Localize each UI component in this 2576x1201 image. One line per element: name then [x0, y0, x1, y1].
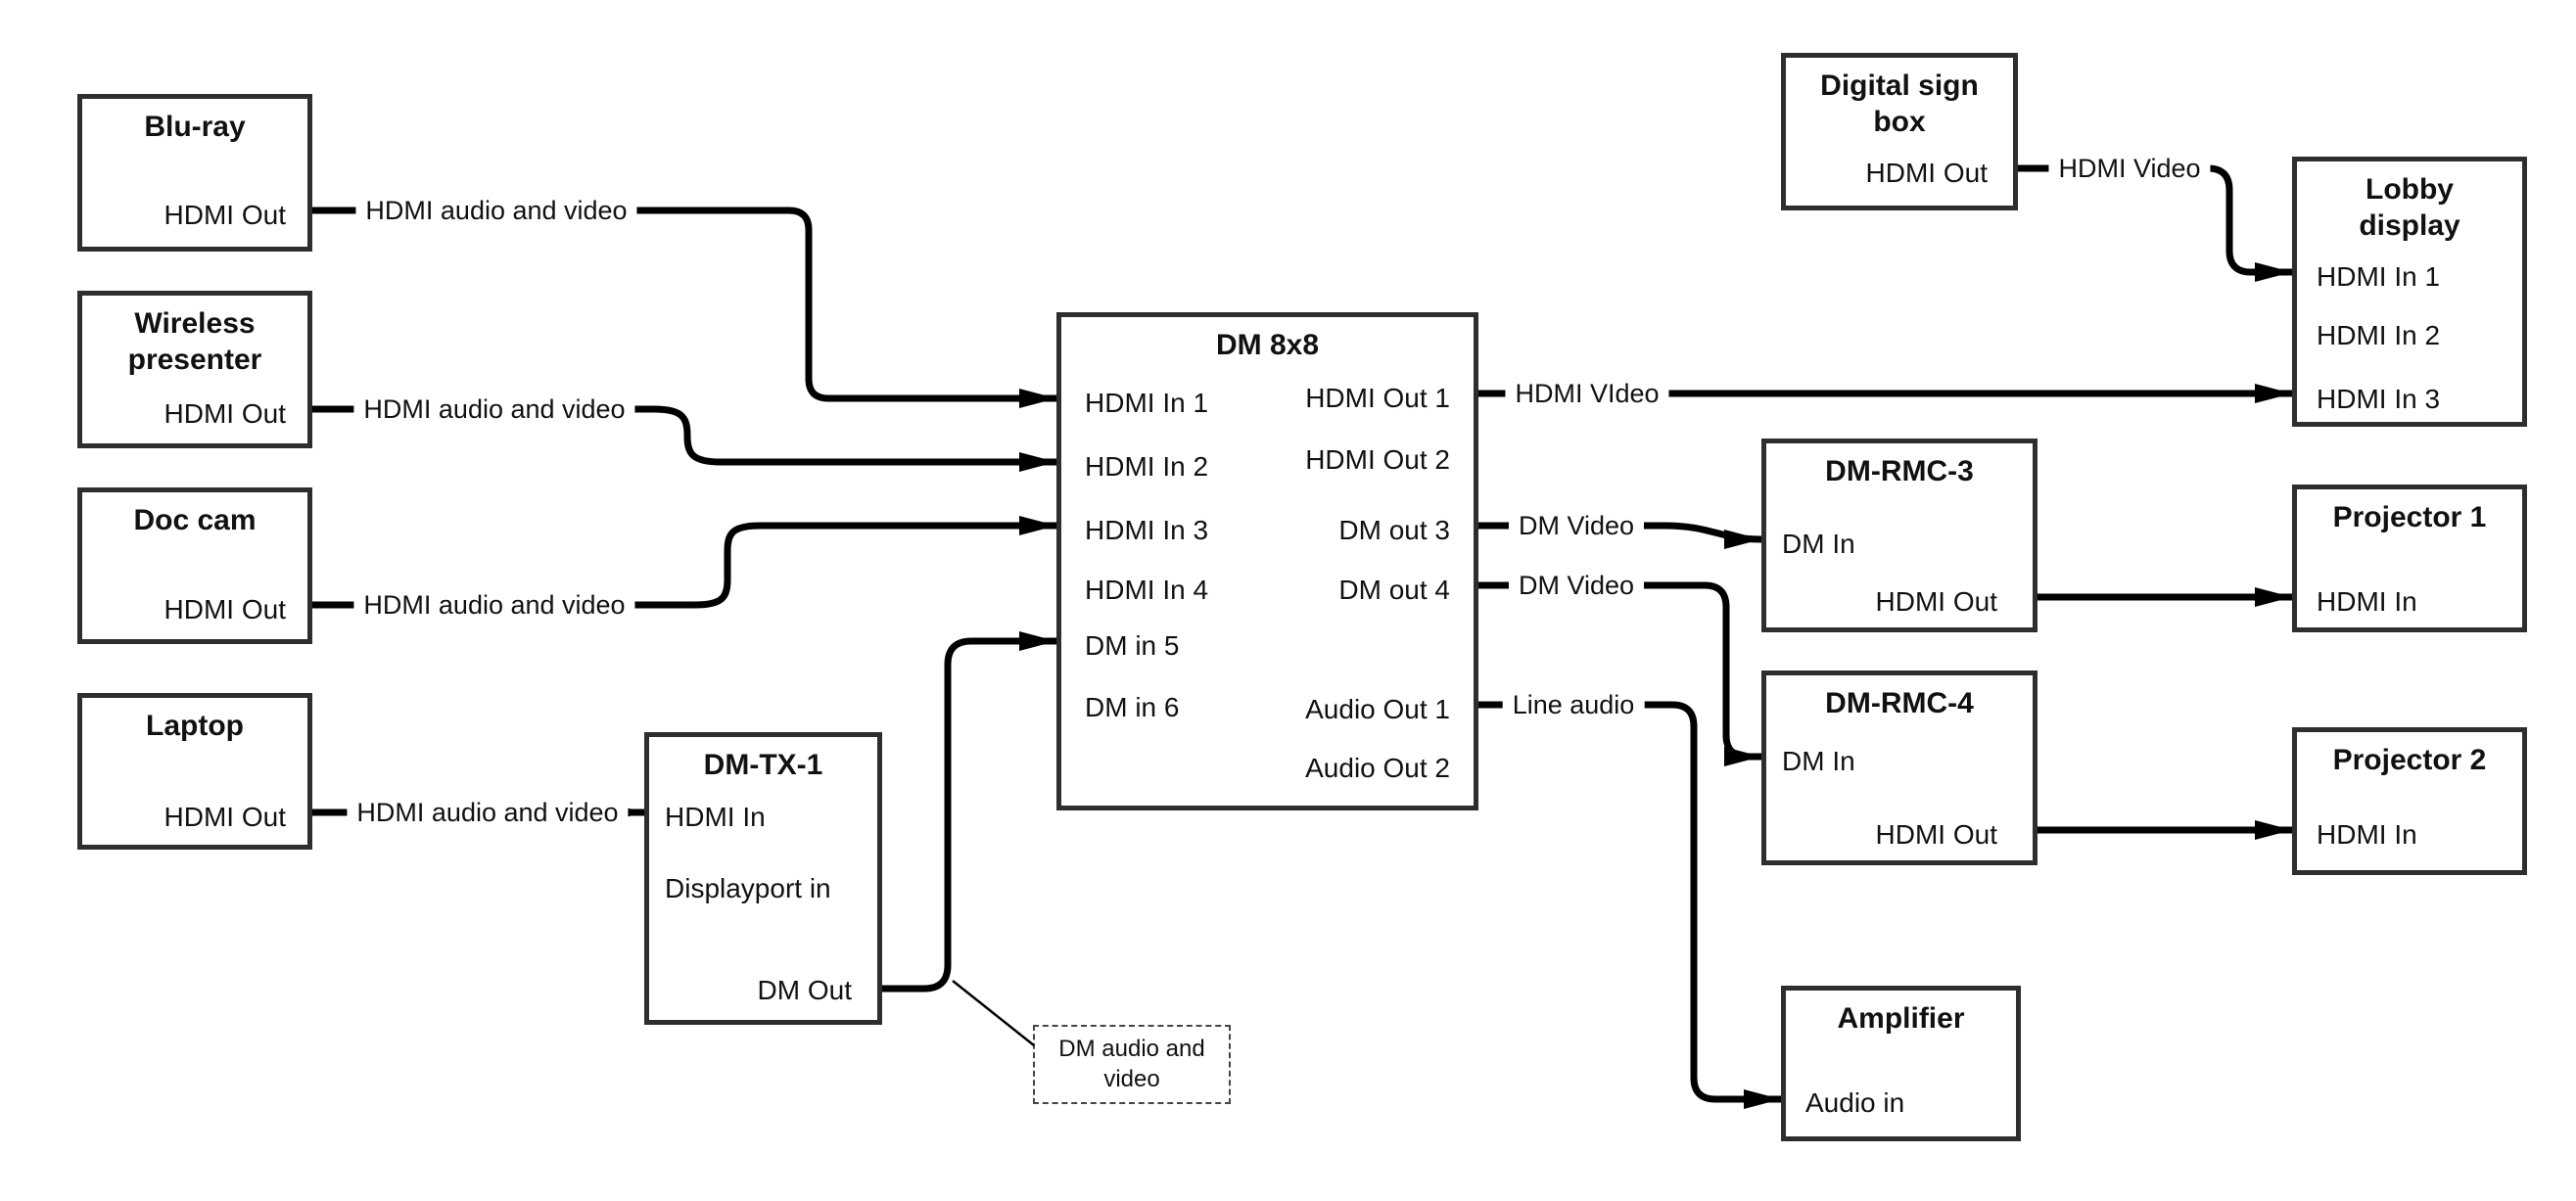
node-lobby-display[interactable]: Lobby display HDMI In 1 HDMI In 2 HDMI I… [2292, 157, 2527, 427]
callout-dm-audio-video[interactable]: DM audio and video [1033, 1025, 1231, 1104]
node-wireless-presenter[interactable]: Wireless presenter HDMI Out [77, 291, 312, 448]
port-hdmi-out: HDMI Out [1865, 158, 1988, 188]
node-dm-rmc-3[interactable]: DM-RMC-3 DM In HDMI Out [1761, 439, 2037, 632]
port-hdmi-out: HDMI Out [164, 802, 286, 832]
node-dm-rmc-4[interactable]: DM-RMC-4 DM In HDMI Out [1761, 670, 2037, 865]
node-title: DM 8x8 [1215, 329, 1320, 361]
port-dm-in: DM In [1782, 529, 1855, 559]
node-title: DM-TX-1 [703, 749, 823, 781]
edge-label-dm-video-4: DM Video [1508, 571, 1645, 600]
port-displayport-in: Displayport in [665, 873, 831, 903]
port-hdmi-out: HDMI Out [1875, 586, 1997, 617]
edge-wireless-to-dm8x8-in2[interactable] [312, 405, 1056, 472]
port-hdmi-in: HDMI In [665, 802, 766, 832]
port-hdmi-in-4: HDMI In 4 [1085, 575, 1209, 605]
edge-dm8x8-out4-to-rmc4[interactable] [1478, 581, 1761, 766]
edge-digitalsign-to-lobby-in1[interactable] [2018, 164, 2292, 282]
node-title: Projector 2 [2332, 744, 2487, 776]
port-hdmi-in-1: HDMI In 1 [1085, 388, 1209, 418]
port-dm-in-5: DM in 5 [1085, 630, 1180, 661]
port-dm-in-6: DM in 6 [1085, 692, 1180, 722]
node-title: Digital sign box [1820, 69, 1979, 138]
callout-text: DM audio and video [1058, 1036, 1205, 1092]
port-hdmi-in-1: HDMI In 1 [2317, 261, 2441, 292]
edge-bluray-to-dm8x8-in1[interactable] [312, 207, 1056, 408]
port-hdmi-in: HDMI In [2317, 586, 2417, 617]
node-title: DM-RMC-4 [1825, 687, 1974, 719]
port-dm-in: DM In [1782, 746, 1855, 776]
node-dm-8x8[interactable]: DM 8x8 HDMI In 1 HDMI In 2 HDMI In 3 HDM… [1056, 312, 1478, 810]
port-hdmi-out: HDMI Out [164, 200, 286, 230]
port-audio-out-1: Audio Out 1 [1305, 694, 1450, 724]
edge-label-dm-video-3: DM Video [1508, 511, 1645, 540]
edge-dm8x8-out3-to-rmc3[interactable] [1478, 522, 1762, 549]
port-hdmi-in-3: HDMI In 3 [2317, 384, 2441, 414]
port-hdmi-out: HDMI Out [164, 398, 286, 429]
edge-label-hdmi-video-out1: HDMI VIdeo [1505, 379, 1669, 408]
node-dm-tx-1[interactable]: DM-TX-1 HDMI In Displayport in DM Out [644, 732, 882, 1025]
node-blu-ray[interactable]: Blu-ray HDMI Out [77, 94, 312, 252]
port-hdmi-in-2: HDMI In 2 [1085, 451, 1209, 482]
edge-label-laptop: HDMI audio and video [347, 798, 629, 827]
port-audio-out-2: Audio Out 2 [1305, 753, 1450, 783]
node-title: Doc cam [133, 504, 257, 536]
node-doc-cam[interactable]: Doc cam HDMI Out [77, 487, 312, 644]
port-hdmi-in-2: HDMI In 2 [2317, 320, 2441, 350]
port-hdmi-out-1: HDMI Out 1 [1305, 383, 1450, 413]
edge-label-line-audio: Line audio [1502, 690, 1645, 719]
node-title: Lobby display [2359, 173, 2460, 242]
port-hdmi-in-3: HDMI In 3 [1085, 515, 1209, 545]
node-amplifier[interactable]: Amplifier Audio in [1781, 986, 2021, 1141]
port-hdmi-out: HDMI Out [1875, 819, 1997, 850]
port-dm-out: DM Out [757, 975, 852, 1005]
port-audio-in: Audio in [1805, 1087, 1905, 1118]
edge-dm8x8-audio1-to-amplifier[interactable] [1478, 701, 1781, 1109]
port-hdmi-in: HDMI In [2317, 819, 2417, 850]
port-dm-out-3: DM out 3 [1338, 515, 1450, 545]
node-title: Wireless presenter [127, 307, 262, 376]
node-title: Amplifier [1837, 1002, 1965, 1035]
node-title: Laptop [146, 710, 244, 742]
node-projector-2[interactable]: Projector 2 HDMI In [2292, 727, 2527, 875]
port-hdmi-out-2: HDMI Out 2 [1305, 444, 1450, 475]
edge-dmtx1-to-dm8x8-in5[interactable] [882, 631, 1056, 993]
edge-label-bluray: HDMI audio and video [355, 196, 637, 225]
port-hdmi-out: HDMI Out [164, 594, 286, 624]
node-title: Blu-ray [144, 111, 246, 143]
node-title: Projector 1 [2332, 501, 2487, 533]
node-laptop[interactable]: Laptop HDMI Out [77, 693, 312, 850]
callout-leader-line [952, 980, 1035, 1046]
node-projector-1[interactable]: Projector 1 HDMI In [2292, 485, 2527, 632]
node-digital-sign-box[interactable]: Digital sign box HDMI Out [1781, 53, 2018, 210]
edge-label-doccam: HDMI audio and video [353, 590, 635, 620]
edge-doccam-to-dm8x8-in3[interactable] [312, 516, 1056, 609]
edge-label-hdmi-video-sign: HDMI Video [2048, 154, 2211, 183]
port-dm-out-4: DM out 4 [1338, 575, 1450, 605]
edge-label-wireless: HDMI audio and video [353, 394, 635, 424]
node-title: DM-RMC-3 [1825, 455, 1974, 487]
